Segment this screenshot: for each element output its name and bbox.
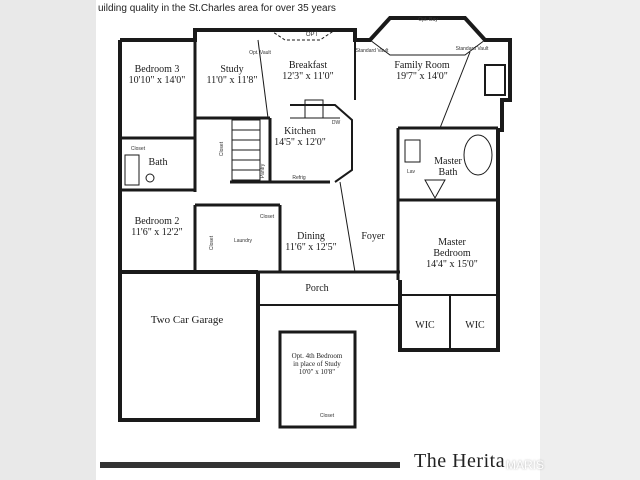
room-breakfast: Breakfast 12'3" x 11'0": [282, 60, 333, 82]
opt-bedroom-dim: 10'0" x 10'8": [298, 368, 336, 376]
room-name: Bedroom 2: [134, 216, 180, 227]
room-foyer: Foyer: [361, 231, 384, 242]
room-family: Family Room 19'7" x 14'0": [394, 60, 449, 82]
opt-bedroom-line1: Opt. 4th Bedroom: [291, 352, 343, 360]
room-name: Foyer: [361, 231, 385, 242]
room-dimensions: 14'4" x 15'0": [426, 259, 478, 270]
room-dimensions: 12'3" x 11'0": [282, 71, 334, 82]
note-standard-vault-2: Standard Vault: [455, 46, 489, 52]
room-dining: Dining 11'6" x 12'5": [285, 231, 336, 253]
brand-bar: [100, 462, 400, 468]
note-opt-vault: Opt. Vault: [249, 50, 271, 56]
note-opt: OPT: [305, 32, 319, 38]
watermark: MARIS: [506, 458, 545, 472]
room-name-2: Bath: [438, 167, 458, 178]
room-name: Bedroom 3: [134, 64, 180, 75]
room-name: Family Room: [394, 60, 450, 71]
room-porch: Porch: [305, 283, 328, 294]
note-standard-vault-1: Standard Vault: [355, 48, 389, 54]
room-bedroom3: Bedroom 3 10'10" x 14'0": [129, 64, 186, 86]
room-dimensions: 10'10" x 14'0": [128, 75, 186, 86]
room-wic-2: WIC: [465, 320, 484, 331]
note-closet-stair: Closet: [219, 141, 225, 157]
note-lav: Lav: [406, 169, 416, 175]
room-dimensions: 19'7" x 14'0": [396, 71, 448, 82]
room-name: WIC: [465, 320, 485, 331]
room-dimensions: 11'0" x 11'8": [206, 75, 258, 86]
note-closet-laundry: Closet: [209, 235, 215, 251]
room-name: Dining: [297, 231, 325, 242]
room-master-bedroom: Master Bedroom 14'4" x 15'0": [426, 237, 478, 270]
opt-bedroom-line2: in place of Study: [293, 360, 341, 368]
room-dimensions: 11'6" x 12'5": [285, 242, 337, 253]
note-pantry: Pantry: [260, 163, 266, 179]
paper-left-margin: [0, 0, 96, 480]
brand-name: The Herita: [414, 450, 506, 472]
room-name: Kitchen: [284, 126, 316, 137]
room-name: Porch: [305, 283, 329, 294]
room-name: Study: [220, 64, 244, 75]
room-name: WIC: [415, 320, 435, 331]
room-wic-1: WIC: [415, 320, 434, 331]
room-kitchen: Kitchen 14'5" x 12'0": [274, 126, 326, 148]
room-name-2: Bedroom: [433, 248, 471, 259]
room-bath: Bath: [149, 157, 168, 168]
note-closet-opt: Closet: [319, 413, 335, 419]
room-name: Breakfast: [288, 60, 328, 71]
room-bedroom2: Bedroom 2 11'6" x 12'2": [131, 216, 182, 238]
room-garage: Two Car Garage: [151, 314, 224, 326]
room-dimensions: 14'5" x 12'0": [274, 137, 326, 148]
room-study: Study 11'0" x 11'8": [206, 64, 257, 86]
note-opt-bay: Opt. Bay: [418, 17, 438, 23]
header-tagline: uilding quality in the St.Charles area f…: [98, 3, 336, 14]
room-name: Two Car Garage: [150, 314, 224, 326]
room-name: Master: [434, 156, 462, 167]
room-master-bath: Master Bath: [434, 156, 462, 178]
room-opt-bedroom: Opt. 4th Bedroom in place of Study 10'0"…: [292, 352, 343, 376]
room-name: Bath: [148, 157, 168, 168]
note-dw: DW: [331, 120, 341, 126]
note-laundry: Laundry: [233, 238, 253, 244]
note-refrig: Refrig: [292, 175, 306, 181]
garage-walls: [118, 272, 260, 422]
note-closet-coat: Closet: [259, 214, 275, 220]
paper-right-margin: [540, 0, 640, 480]
room-dimensions: 11'6" x 12'2": [131, 227, 183, 238]
walls: [118, 16, 512, 429]
room-name: Master: [438, 237, 466, 248]
note-closet-bath: Closet: [130, 146, 146, 152]
